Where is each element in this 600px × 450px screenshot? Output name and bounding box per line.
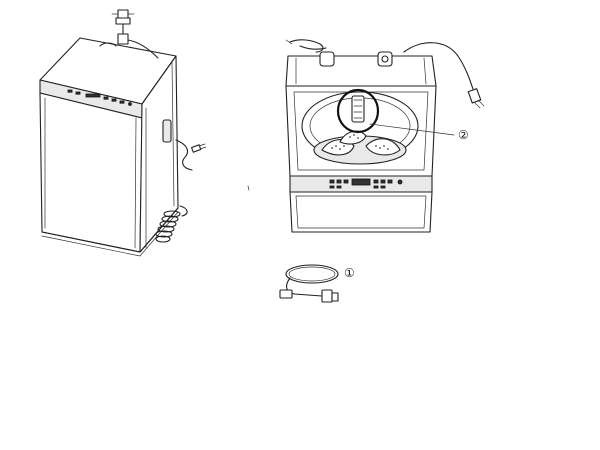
power-cord-icon bbox=[175, 139, 207, 171]
power-plug-icon bbox=[403, 42, 485, 109]
callout-label-filter: ② bbox=[458, 128, 469, 142]
water-inlet-fitting-icon bbox=[111, 9, 159, 59]
inlet-hose-accessory bbox=[279, 264, 339, 303]
top-cord-icon bbox=[285, 39, 327, 53]
top-hook-left-icon bbox=[319, 51, 335, 67]
front-control-buttons bbox=[329, 178, 403, 189]
washer-front-panel bbox=[39, 92, 143, 253]
drain-hose-icon bbox=[155, 205, 188, 243]
washer-drum bbox=[301, 91, 419, 165]
lint-filter-icon bbox=[351, 95, 365, 123]
top-hook-right-icon bbox=[377, 51, 393, 67]
front-body-panel bbox=[289, 191, 433, 233]
callout-label-inlet-hose: ① bbox=[344, 266, 355, 280]
filter-highlight-circle bbox=[336, 88, 380, 134]
washer-back-panel bbox=[285, 55, 437, 87]
callout-leader-filter bbox=[369, 123, 455, 136]
washer-closed-view bbox=[39, 9, 207, 257]
side-handle-icon bbox=[162, 119, 172, 143]
control-buttons bbox=[67, 89, 132, 106]
washer-open-view bbox=[285, 39, 485, 233]
